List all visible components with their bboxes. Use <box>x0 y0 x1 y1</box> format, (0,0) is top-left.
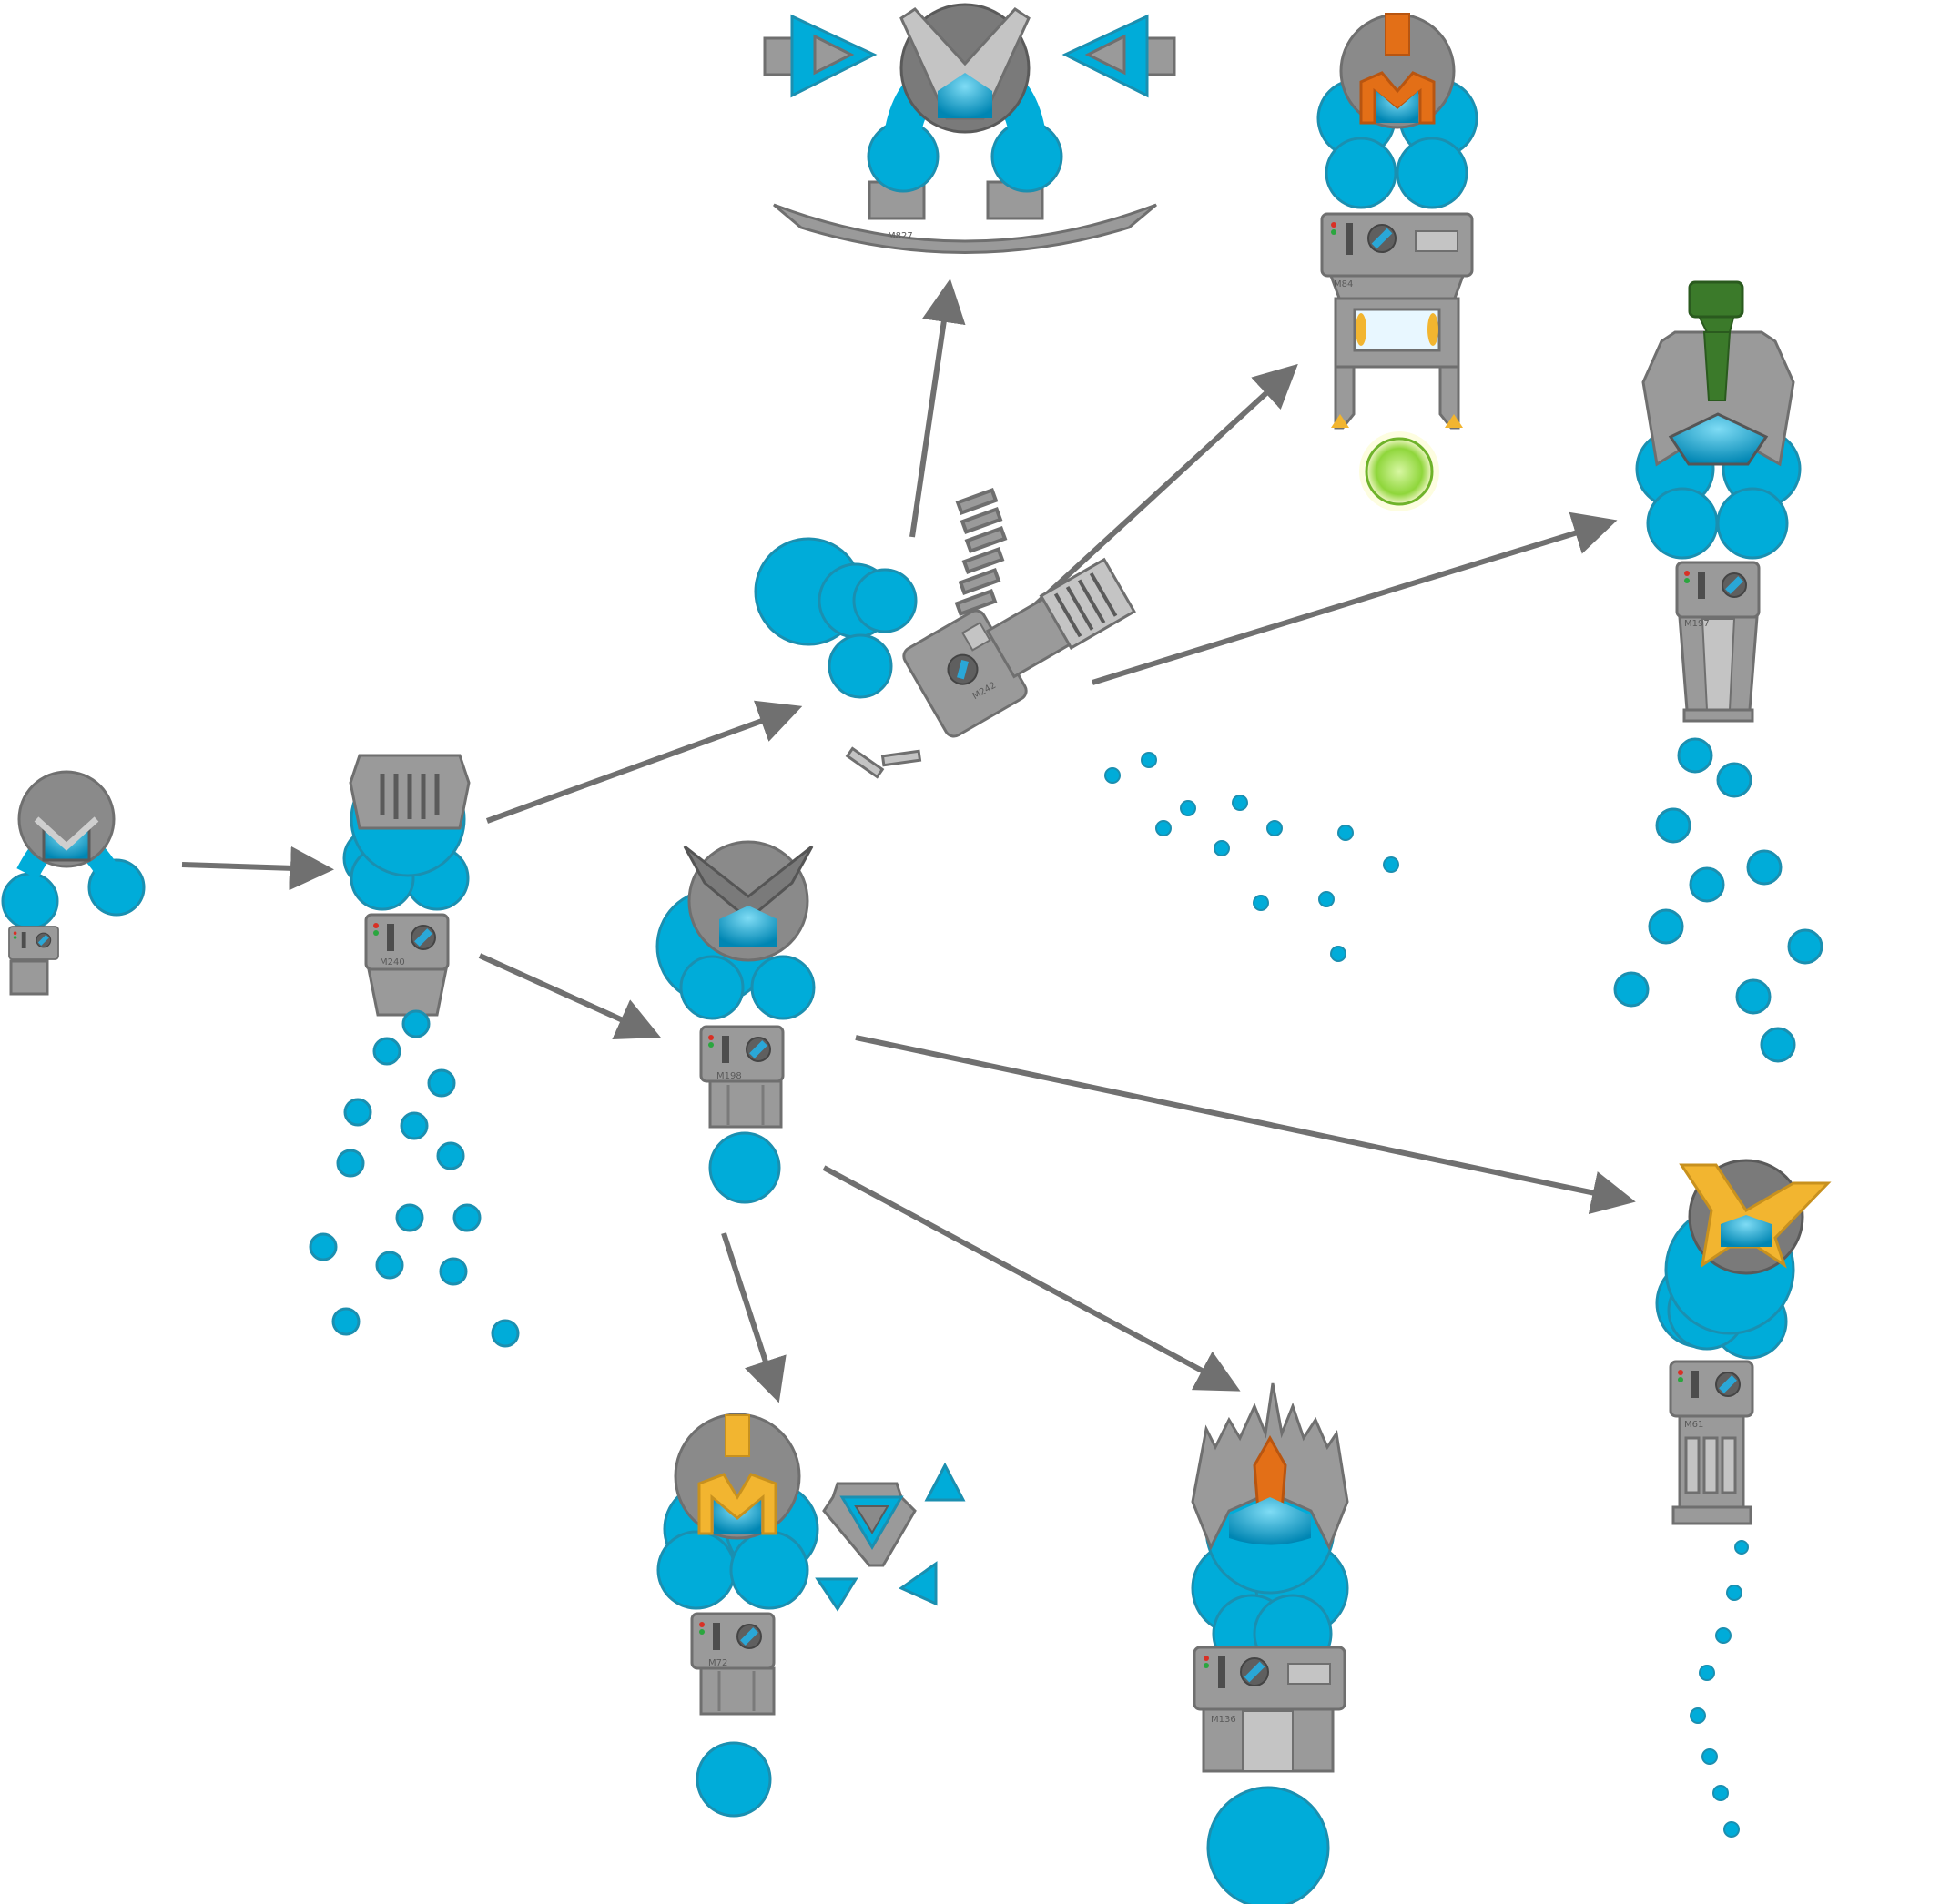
bullet-icon <box>1648 908 1684 945</box>
arrow-icon <box>855 1035 1636 1215</box>
triangle-drone-icon <box>763 14 878 98</box>
bullet-icon <box>336 1149 365 1178</box>
bullet-icon <box>1715 1627 1732 1644</box>
bullets <box>1690 1540 1749 1838</box>
arrow-icon <box>909 279 966 538</box>
sled-icon <box>773 203 1157 254</box>
visor-icon <box>1229 1497 1311 1545</box>
bullet-icon <box>439 1257 468 1286</box>
unit-m242[interactable]: M242 <box>754 487 1399 962</box>
unit-m197[interactable]: M197 <box>1613 280 1823 1063</box>
unit-label: M240 <box>380 957 405 967</box>
bullet-icon <box>331 1307 361 1336</box>
unit-label: M197 <box>1684 619 1710 629</box>
bullet-icon <box>491 1319 520 1348</box>
bullet-icon <box>427 1068 456 1098</box>
arrow-icon <box>181 846 334 890</box>
bullet-icon <box>1699 1665 1715 1681</box>
bullets <box>309 1009 520 1348</box>
bullet-icon <box>1330 946 1346 962</box>
unit-label: M61 <box>1684 1420 1703 1430</box>
unit-m198[interactable]: M198 <box>655 840 816 1204</box>
unit-label: M84 <box>1334 279 1353 289</box>
bullet-icon <box>1337 825 1354 841</box>
unit-label: M136 <box>1211 1715 1236 1725</box>
arrows <box>181 279 1636 1403</box>
bullet-icon <box>1206 1786 1330 1904</box>
unit-label: M827 <box>888 231 913 241</box>
bullet-icon <box>309 1232 338 1261</box>
bullet-icon <box>1712 1785 1729 1801</box>
unit-m72[interactable]: M72 <box>656 1413 966 1818</box>
bullet-icon <box>1734 1540 1749 1555</box>
bullet-icon <box>343 1098 372 1127</box>
bullet-icon <box>1716 762 1752 798</box>
bullet-icon <box>1723 1821 1740 1838</box>
bullet-icon <box>1746 849 1783 886</box>
bullet-icon <box>1613 971 1650 1008</box>
bullet-icon <box>696 1741 772 1818</box>
arrow-icon <box>1032 363 1298 608</box>
bullet-icon <box>1180 800 1196 816</box>
bullet-icon <box>395 1203 424 1232</box>
bullets <box>1613 737 1823 1063</box>
visor-icon <box>1679 1163 1832 1269</box>
arrow-icon <box>478 953 661 1040</box>
bullet-icon <box>452 1203 482 1232</box>
bullet-icon <box>1141 752 1157 768</box>
unit-label: M72 <box>708 1658 727 1668</box>
triangle-drone-icon <box>924 1462 966 1502</box>
bullet-icon <box>400 1111 429 1140</box>
bullet-icon <box>1689 866 1725 903</box>
unit-m136[interactable]: M136 <box>1191 1382 1349 1904</box>
unit-m240[interactable]: M240 <box>309 754 520 1348</box>
bullet-icon <box>1787 928 1823 965</box>
bullet-icon <box>375 1251 404 1280</box>
bullet-icon <box>1318 891 1335 907</box>
arrow-icon <box>485 700 803 824</box>
bullets <box>1104 752 1399 962</box>
bullet-icon <box>1266 820 1283 836</box>
bullet-icon <box>1726 1585 1742 1601</box>
bullet-icon <box>708 1131 781 1204</box>
triangle-drone-icon <box>815 1577 858 1612</box>
arrow-icon <box>1092 511 1618 685</box>
bullet-icon <box>1232 795 1248 811</box>
bullet-icon <box>1690 1707 1706 1724</box>
unit-m61[interactable]: M61 <box>1655 1159 1832 1838</box>
bullet-icon <box>1155 820 1172 836</box>
arrow-icon <box>721 1232 787 1403</box>
triangle-drone-icon <box>822 1482 917 1567</box>
triangle-drone-icon <box>898 1561 938 1606</box>
bullet-icon <box>1760 1027 1796 1063</box>
visor-icon <box>697 1473 777 1535</box>
visor-icon <box>899 7 1031 120</box>
bullet-icon <box>401 1009 431 1038</box>
ammo-belt <box>954 487 1008 617</box>
visor-icon <box>683 845 814 921</box>
bullet-icon <box>1214 840 1230 856</box>
bullet-icon <box>1253 895 1269 911</box>
shell-casings <box>845 746 922 779</box>
bullet-icon <box>1655 807 1691 844</box>
bullet-icon <box>372 1037 401 1066</box>
bullet-icon <box>1383 856 1399 873</box>
bullet-icon <box>1735 978 1772 1015</box>
bullet-icon <box>1701 1748 1718 1765</box>
unit-label: M198 <box>716 1071 742 1081</box>
bullet-icon <box>436 1141 465 1170</box>
triangle-drone-icon <box>1061 14 1176 98</box>
unit-m84[interactable]: M84 <box>1316 13 1478 511</box>
visor-icon <box>1668 412 1769 466</box>
visor-icon <box>1359 71 1436 125</box>
unit-root[interactable] <box>1 770 146 996</box>
unit-m827[interactable]: M827 <box>763 3 1176 254</box>
arrow-icon <box>822 1165 1241 1392</box>
bullet-icon <box>1104 767 1121 784</box>
bullet-icon <box>1677 737 1713 774</box>
